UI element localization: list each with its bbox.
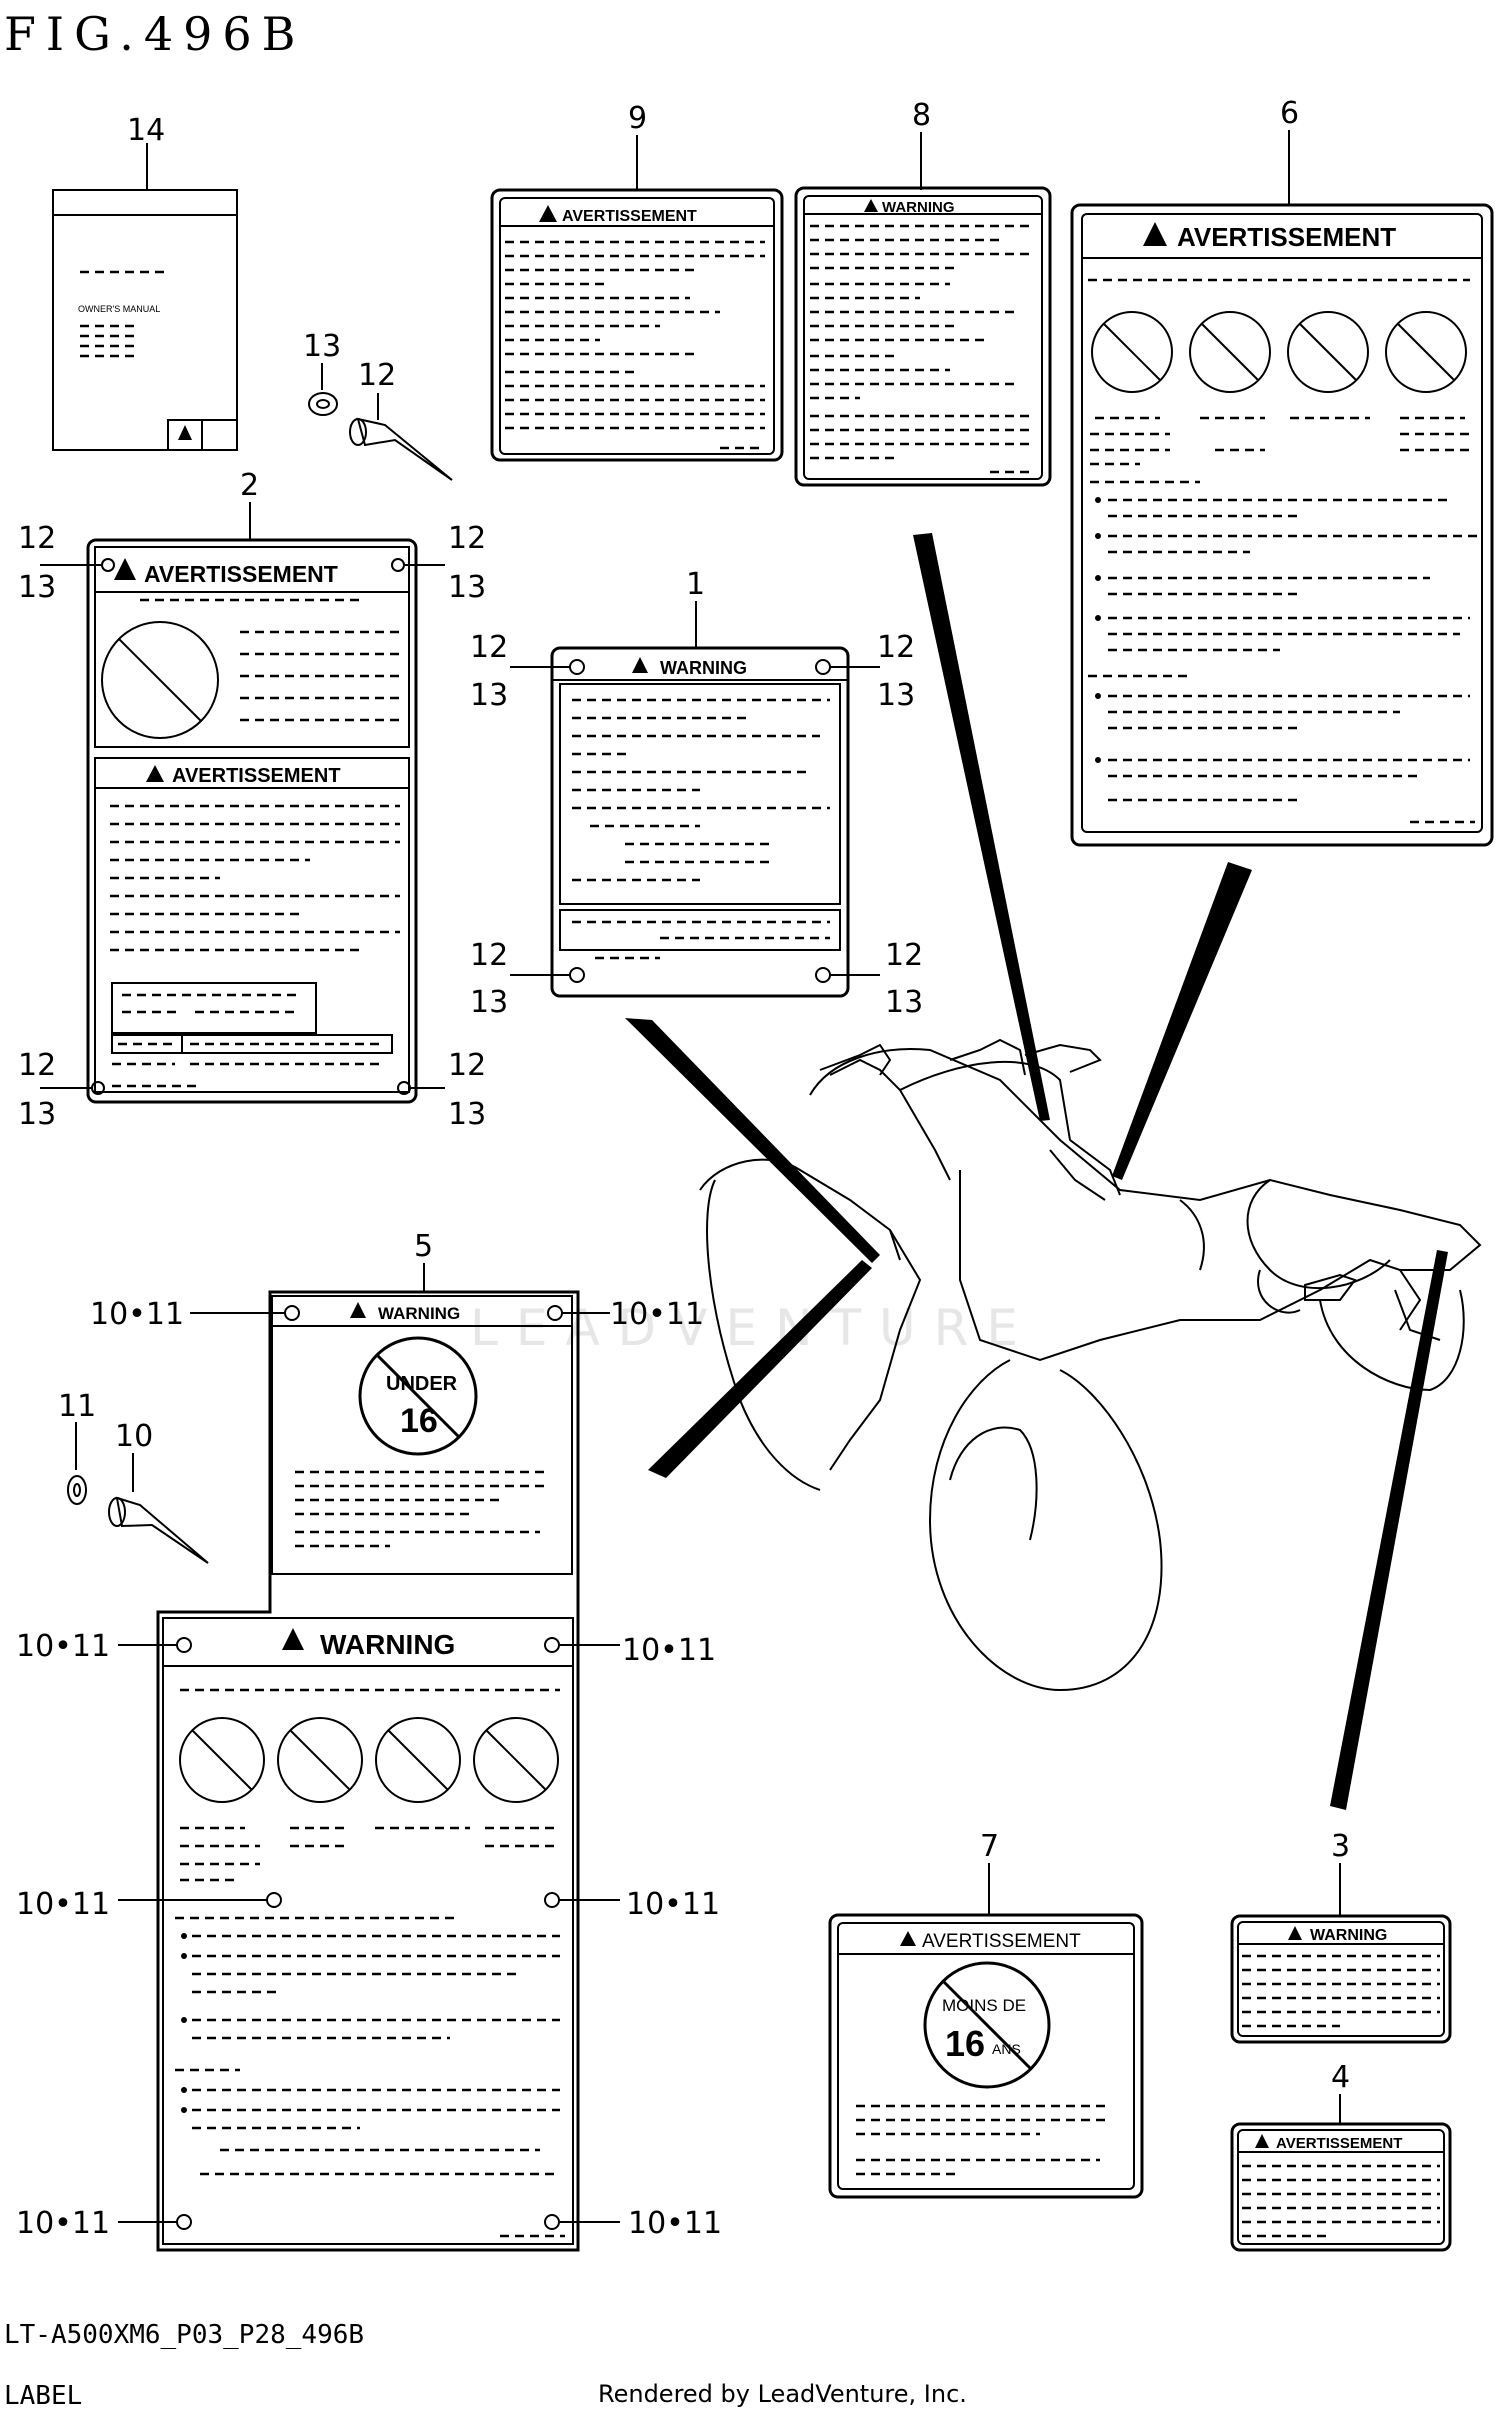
- label-4-header: AVERTISSEMENT: [1276, 2135, 1402, 2152]
- callout-13-1b: 13: [877, 678, 915, 713]
- atv-outline: [699, 1038, 1482, 1692]
- label-7: 7 AVERTISSEMENT MOINS DE 16 ANS: [828, 1829, 1144, 2199]
- callout-13-2a: 13: [18, 570, 56, 605]
- ans-text: ANS: [992, 2041, 1021, 2057]
- callout-8: 8: [912, 98, 931, 133]
- callout-13: 13: [303, 329, 341, 364]
- manual-title: OWNER'S MANUAL: [78, 304, 160, 314]
- callout-13-2d: 13: [448, 1097, 486, 1132]
- label-3: 3 WARNING: [1230, 1829, 1452, 2044]
- label-9-header: AVERTISSEMENT: [562, 208, 697, 225]
- label-2-header-top: AVERTISSEMENT: [144, 561, 338, 587]
- rivet-washer-detail-2: 11 10: [58, 1389, 209, 1564]
- callout-7: 7: [980, 1829, 999, 1864]
- callout-12: 12: [358, 358, 396, 393]
- age-16-text: 16: [400, 1402, 438, 1440]
- label-7-header: AVERTISSEMENT: [922, 1931, 1081, 1952]
- callout-12-2a: 12: [18, 521, 56, 556]
- callout-10-11-f: 10•11: [626, 1887, 720, 1922]
- callout-10-11-e: 10•11: [16, 1887, 110, 1922]
- render-credit: Rendered by LeadVenture, Inc.: [598, 2380, 967, 2408]
- callout-12-1d: 12: [885, 938, 923, 973]
- callout-10-11-d: 10•11: [622, 1633, 716, 1668]
- callout-10-11-h: 10•11: [628, 2206, 722, 2241]
- callout-13-1a: 13: [470, 678, 508, 713]
- callout-6: 6: [1280, 96, 1299, 131]
- rivet-washer-detail: 13 12: [303, 329, 453, 481]
- drawing-code: LT-A500XM6_P03_P28_496B: [4, 2320, 364, 2350]
- callout-3: 3: [1331, 1829, 1350, 1864]
- leader-wedges: [625, 533, 1448, 1810]
- moins-de-text: MOINS DE: [942, 1996, 1026, 2015]
- callout-12-1b: 12: [877, 630, 915, 665]
- label-8-header: WARNING: [882, 199, 955, 216]
- callout-10-11-a: 10•11: [90, 1297, 184, 1332]
- owners-manual: 14 OWNER'S MANUAL: [52, 113, 238, 451]
- callout-12-2b: 12: [448, 521, 486, 556]
- label-6-header: AVERTISSEMENT: [1177, 222, 1396, 252]
- callout-11: 11: [58, 1389, 96, 1424]
- label-6: 6 AVERTISSEMENT: [1070, 96, 1494, 847]
- callout-10-11-b: 10•11: [610, 1297, 704, 1332]
- callout-10-11-c: 10•11: [16, 1629, 110, 1664]
- callout-14: 14: [127, 113, 165, 148]
- callout-10-11-g: 10•11: [16, 2206, 110, 2241]
- callout-2: 2: [240, 468, 259, 503]
- label-5-header-top: WARNING: [378, 1304, 460, 1323]
- label-5-header-bottom: WARNING: [320, 1629, 455, 1660]
- label-8: 8 WARNING: [794, 98, 1052, 487]
- section-name: LABEL: [4, 2381, 82, 2411]
- callout-1: 1: [686, 567, 705, 602]
- watermark: LEADVENTURE: [470, 1299, 1036, 1357]
- callout-13-2c: 13: [18, 1097, 56, 1132]
- callout-13-1c: 13: [470, 985, 508, 1020]
- figure-title: FIG.496B: [4, 7, 305, 61]
- callout-13-1d: 13: [885, 985, 923, 1020]
- callout-12-2d: 12: [448, 1048, 486, 1083]
- age-16-fr-text: 16: [945, 2023, 985, 2064]
- under-text: UNDER: [386, 1373, 458, 1395]
- label-2: 2 AVERTISSEMENT AVERTISSEMENT: [18, 468, 486, 1132]
- label-3-header: WARNING: [1310, 1927, 1387, 1944]
- label-5: 5 WARNING UNDER 16 WARNING: [16, 1229, 722, 2252]
- label-1-header: WARNING: [660, 658, 747, 678]
- callout-10: 10: [115, 1419, 153, 1454]
- label-2-header-bottom: AVERTISSEMENT: [172, 765, 341, 787]
- callout-12-2c: 12: [18, 1048, 56, 1083]
- callout-13-2b: 13: [448, 570, 486, 605]
- callout-5: 5: [414, 1229, 433, 1264]
- callout-4: 4: [1331, 2060, 1350, 2095]
- callout-12-1c: 12: [470, 938, 508, 973]
- label-1: 1 WARNING 12 13 12 13 12 13: [470, 567, 923, 1020]
- callout-9: 9: [628, 101, 647, 136]
- label-4: 4 AVERTISSEMENT: [1230, 2060, 1452, 2252]
- callout-12-1a: 12: [470, 630, 508, 665]
- label-9: 9 AVERTISSEMENT: [490, 101, 784, 462]
